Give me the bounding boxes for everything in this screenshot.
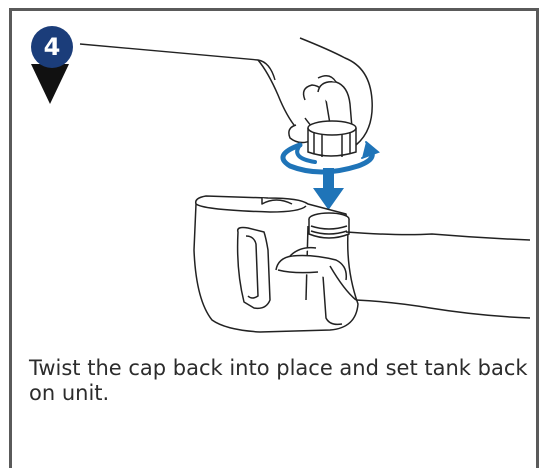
instruction-caption: Twist the cap back into place and set ta…: [29, 356, 534, 406]
leader-line: [80, 44, 275, 80]
instruction-illustration: [0, 0, 552, 340]
tank-neck: [309, 213, 349, 238]
step-pointer-arrow-icon: [31, 64, 69, 104]
step-number: 4: [30, 25, 74, 69]
tank-cap: [308, 121, 356, 157]
